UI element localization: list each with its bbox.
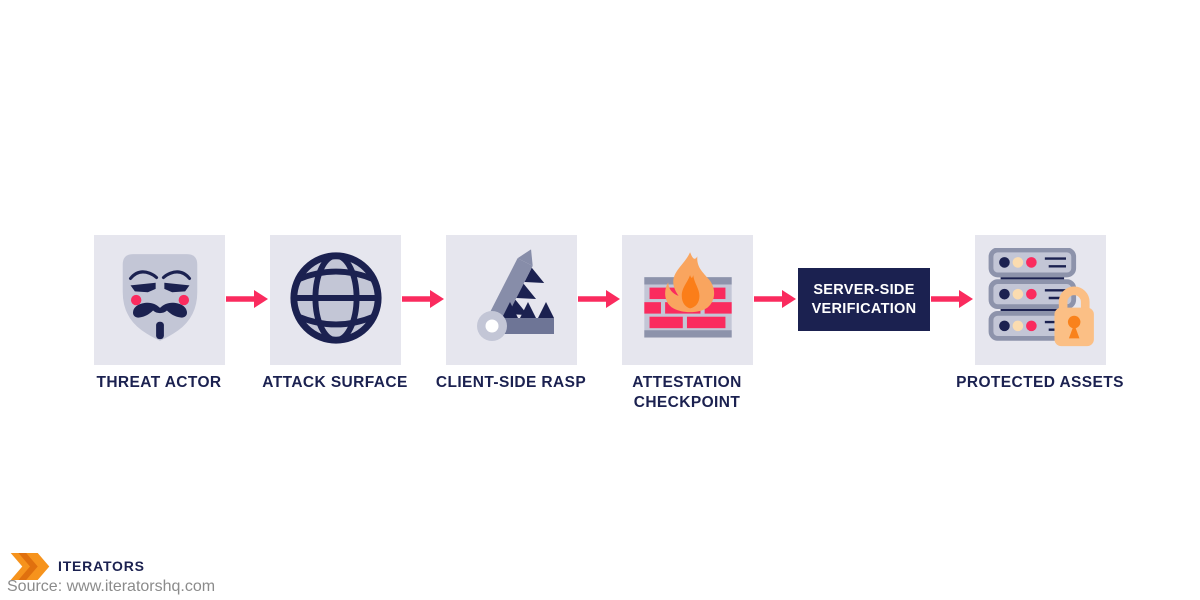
node-protected-assets xyxy=(975,235,1106,365)
node-client-side-rasp xyxy=(446,235,577,365)
flow-arrow xyxy=(226,290,268,308)
label-threat-actor: THREAT ACTOR xyxy=(96,374,222,391)
anonymous-mask-icon xyxy=(121,252,199,348)
node-attack-surface xyxy=(270,235,401,365)
node-attestation-checkpoint xyxy=(622,235,753,365)
label-attestation-checkpoint: ATTESTATION CHECKPOINT xyxy=(632,374,742,411)
firewall-flame-icon xyxy=(636,246,740,355)
server-rack-lock-icon xyxy=(987,247,1095,353)
bear-trap-icon xyxy=(462,248,562,353)
label-attack-surface: ATTACK SURFACE xyxy=(262,374,408,391)
node-server-side-verification: SERVER-SIDE VERIFICATION xyxy=(798,268,930,331)
label-client-side-rasp: CLIENT-SIDE RASP xyxy=(435,374,587,391)
flow-arrow xyxy=(754,290,796,308)
iterators-logo-icon xyxy=(10,553,50,580)
source-attribution: Source: www.iteratorshq.com xyxy=(7,578,216,595)
flow-arrow xyxy=(931,290,973,308)
brand-name: ITERATORS xyxy=(58,558,145,574)
label-protected-assets: PROTECTED ASSETS xyxy=(956,374,1124,391)
flow-arrow xyxy=(578,290,620,308)
globe-icon xyxy=(287,249,385,352)
flow-arrow xyxy=(402,290,444,308)
node-threat-actor xyxy=(94,235,225,365)
